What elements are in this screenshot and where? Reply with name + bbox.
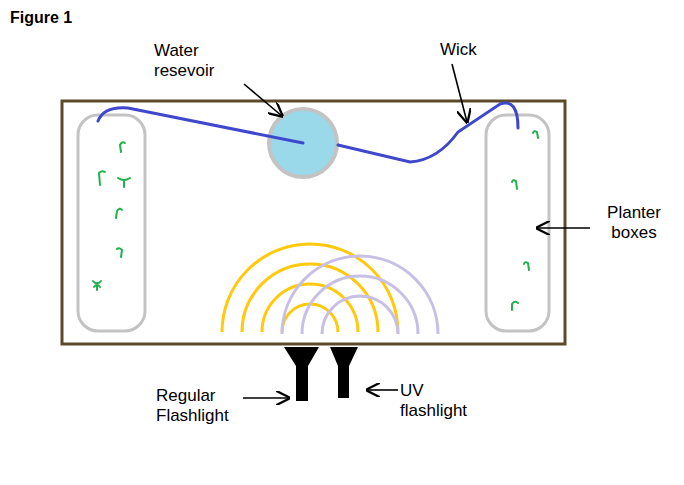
figure-title: Figure 1 bbox=[10, 8, 72, 28]
callout-label: Water resevoir bbox=[154, 41, 234, 81]
callout-label: Regular Flashlight bbox=[156, 386, 240, 426]
uv-light-beam bbox=[282, 256, 438, 334]
planter-box bbox=[486, 115, 549, 331]
flashlights bbox=[284, 347, 358, 401]
seedlings bbox=[93, 131, 538, 310]
callout-label: Wick bbox=[440, 40, 500, 60]
planter-box bbox=[78, 115, 145, 331]
wick bbox=[98, 103, 518, 162]
callout-label: Planter boxes bbox=[592, 203, 676, 243]
leader-arrows bbox=[243, 64, 590, 398]
enclosure bbox=[62, 101, 565, 344]
callout-label: UV flashlight bbox=[400, 381, 490, 421]
